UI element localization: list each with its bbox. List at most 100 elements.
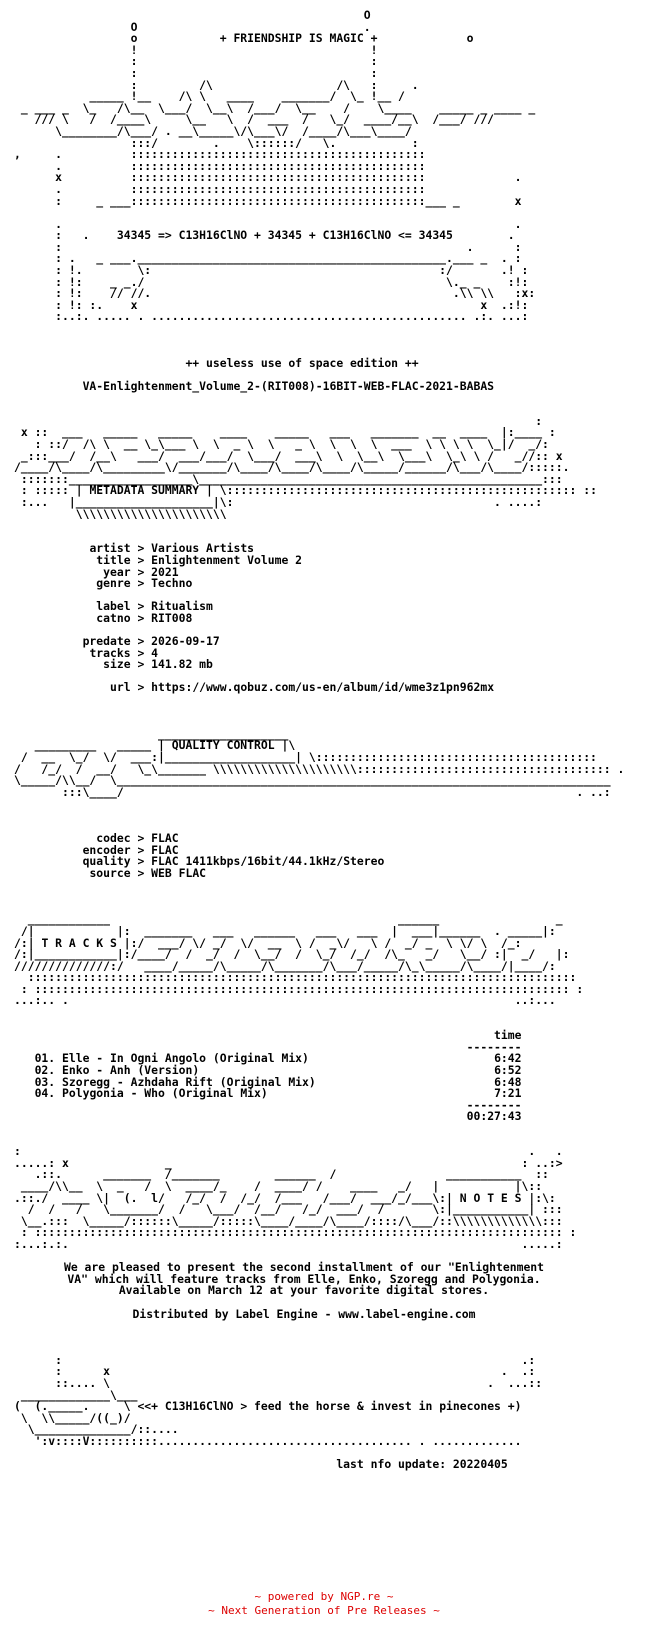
ascii-logo-block: O O . o + FRIENDSHIP IS MAGIC + o ! ! : [14, 8, 634, 324]
ascii-logo-text: : . : [14, 239, 522, 254]
ascii-logo-text: . ::::::::::::::::::::::::::::::::::::::… [14, 181, 426, 196]
ascii-logo-line: : !: :. x x .:!: [14, 297, 634, 312]
track-title: Enko - Anh (Version) [62, 1063, 200, 1078]
banner-art: :...:.:. .....: [14, 1236, 563, 1251]
metadata-key: url [110, 680, 131, 695]
tracks-header: T R A C K S [41, 935, 117, 950]
track-row: 02. Enko - Anh (Version) 6:52 [14, 1063, 634, 1078]
ascii-logo-text: O [14, 8, 371, 22]
total-time-line: 00:27:43 [14, 1111, 634, 1123]
banner-art: :... |____________________|\: . ....: [14, 494, 543, 509]
total-time: 00:27:43 [466, 1109, 522, 1124]
metadata-row: catno > RIT008 [96, 610, 193, 625]
distributor-line: Distributed by Label Engine - www.label-… [14, 1306, 594, 1321]
rule: -------- [14, 1039, 522, 1054]
banner-art: x :: ___ _____ _____ ____ _____ ___ ____… [14, 425, 556, 440]
metadata-row: predate > 2026-09-17 [82, 634, 220, 649]
ascii-logo-text: : !: :. x x .:!: [14, 297, 529, 312]
quality-key: source [89, 865, 131, 880]
metadata-key: artist [89, 541, 131, 556]
ascii-logo-line: : /\ /\ : . [14, 77, 634, 92]
release-line: VA-Enlightenment_Volume_2-(RIT008)-16BIT… [14, 380, 634, 393]
track-number: 03. [34, 1074, 56, 1089]
ascii-logo-line: o + FRIENDSHIP IS MAGIC + o [14, 32, 634, 45]
banner-art: :::\____/ . ..: [14, 784, 611, 799]
metadata-header-line: : ::::: | METADATA SUMMARY | \::::::::::… [14, 483, 597, 498]
banner-art: .::./ ____ \| (. l/ /_/ / /_/ /___ /___/… [14, 1190, 556, 1205]
ascii-logo-line: . ::::::::::::::::::::::::::::::::::::::… [14, 181, 634, 196]
banner-art: .::. _______ /_______ ______ / _________… [14, 1167, 549, 1182]
metadata-value: Various Artists [151, 541, 255, 556]
footer-line-2: ~ Next Generation of Pre Releases ~ [208, 1604, 440, 1617]
ascii-logo-line: : : [14, 56, 634, 68]
ascii-logo-text: :..:. ..... . ..........................… [14, 309, 529, 324]
banner-art: : . . [14, 1144, 563, 1159]
ascii-logo-text: :::/ . \::::::/ \. : [14, 135, 419, 150]
metadata-key: label [96, 599, 131, 614]
ascii-logo-line: . . [14, 218, 634, 231]
ascii-logo-text: : : [14, 65, 378, 80]
banner-art: :::::::__________________\______________… [14, 471, 563, 486]
banner-art: ...:.. . ..:... [14, 993, 556, 1008]
tagline: <<+ C13H16ClNO > feed the horse & invest… [137, 1399, 522, 1414]
banner-art: .....: x _ : ..:> [14, 1155, 563, 1170]
ascii-logo-text: : /\ /\ : . [14, 77, 419, 92]
ascii-logo-line: O [14, 8, 634, 22]
track-time: 6:48 [494, 1074, 522, 1089]
ascii-logo-line: : . 34345 => C13H16ClNO + 34345 + C13H16… [14, 229, 634, 242]
notes-header: N O T E S [459, 1190, 522, 1205]
quality-value: FLAC [151, 842, 179, 857]
quality-row: source > WEB FLAC [89, 865, 207, 880]
metadata-value: 2026-09-17 [151, 634, 220, 649]
metadata-value: https://www.qobuz.com/us-en/album/id/wme… [151, 680, 495, 695]
metadata-row: label > Ritualism [96, 599, 213, 614]
ascii-logo-text: : !: _ _./ \._ _ :!: [14, 274, 529, 289]
banner-art: : ::::::::::::::::::::::::::::::::::::::… [14, 981, 584, 996]
ascii-logo-line: : . _ ___.______________________________… [14, 253, 634, 265]
banner-art: /:|____________|:/____/ / _/ / \__/ / \_… [14, 947, 570, 962]
metadata-value: RIT008 [151, 610, 193, 625]
banner-art: ':v::::V::::::::::......................… [14, 1434, 522, 1449]
banner-art: ____________ ______ _ [14, 912, 563, 927]
ascii-logo-line: \________/\___/ . __\_____\/\___\/ /____… [14, 123, 634, 138]
ascii-logo-line: : . : [14, 239, 634, 254]
banner-art: / / / \_______/ / \___/ /__/ /_/ ___/ / … [14, 1202, 563, 1217]
track-time: 7:21 [494, 1086, 522, 1101]
edition-text: ++ useless use of space edition ++ [185, 355, 419, 370]
last-update-line: last nfo update: 20220405 [14, 1458, 634, 1471]
ascii-logo-line: : _ ___:::::::::::::::::::::::::::::::::… [14, 195, 634, 208]
ascii-logo-line: x ::::::::::::::::::::::::::::::::::::::… [14, 172, 634, 184]
ascii-logo-text: : !. \: :/ .! : [14, 263, 529, 278]
banner-art: ::.... \ . ...:: [14, 1376, 543, 1391]
distributor: Distributed by Label Engine - www.label-… [132, 1306, 476, 1321]
metadata-value: Ritualism [151, 599, 213, 614]
metadata-row: year > 2021 [103, 564, 179, 579]
tagline-line: ( (._____. \ <<+ C13H16ClNO > feed the h… [14, 1399, 522, 1414]
metadata-key: tracks [89, 645, 131, 660]
quality-row: encoder > FLAC [82, 842, 179, 857]
banner-art: /____/\____/\_________\/_______/\____/\_… [14, 460, 570, 475]
edition-line: ++ useless use of space edition ++ [14, 355, 634, 370]
ascii-logo-line: : !: // //. .\\ \\ :x: [14, 287, 634, 300]
metadata-key: genre [96, 576, 131, 591]
track-row: 03. Szoregg - Azhdaha Rift (Original Mix… [14, 1074, 634, 1089]
banner-art: / /_/ / __/ \_\_______ \\\\\\\\\\\\\\\\\… [14, 761, 625, 776]
quality-value: FLAC 1411kbps/16bit/44.1kHz/Stereo [151, 854, 385, 869]
qc-header: QUALITY CONTROL [171, 738, 275, 753]
ascii-logo-text: \________/\___/ . __\_____\/\___\/ /____… [14, 123, 412, 138]
banner-art: \_____/\\__/ \__________________________… [14, 773, 611, 788]
metadata-header: METADATA SUMMARY [89, 483, 200, 498]
metadata-value: Enlightenment Volume 2 [151, 552, 303, 567]
ascii-logo-line: :::/ . \::::::/ \. : [14, 135, 634, 150]
banner-art: _________ _____ | QUALITY CONTROL |\ [14, 738, 296, 753]
track-time: 6:42 [494, 1051, 522, 1066]
footer: ~ powered by NGP.re ~ ~ Next Generation … [0, 1590, 648, 1618]
track-title: Elle - In Ogni Angolo (Original Mix) [62, 1051, 309, 1066]
metadata-value: 141.82 mb [151, 657, 213, 672]
quality-list: codec > FLAC encoder > FLAC quality > FL… [14, 832, 634, 880]
metadata-key: catno [96, 610, 131, 625]
ascii-logo-text: : . _ ___.______________________________… [14, 251, 522, 266]
banner-art: : .: [14, 1352, 536, 1367]
ascii-logo-text: . ::::::::::::::::::::::::::::::::::::::… [14, 158, 426, 173]
banner-art: ____/\\__ \ _ / \ ____/_ / ____/ / ____ … [14, 1178, 543, 1193]
